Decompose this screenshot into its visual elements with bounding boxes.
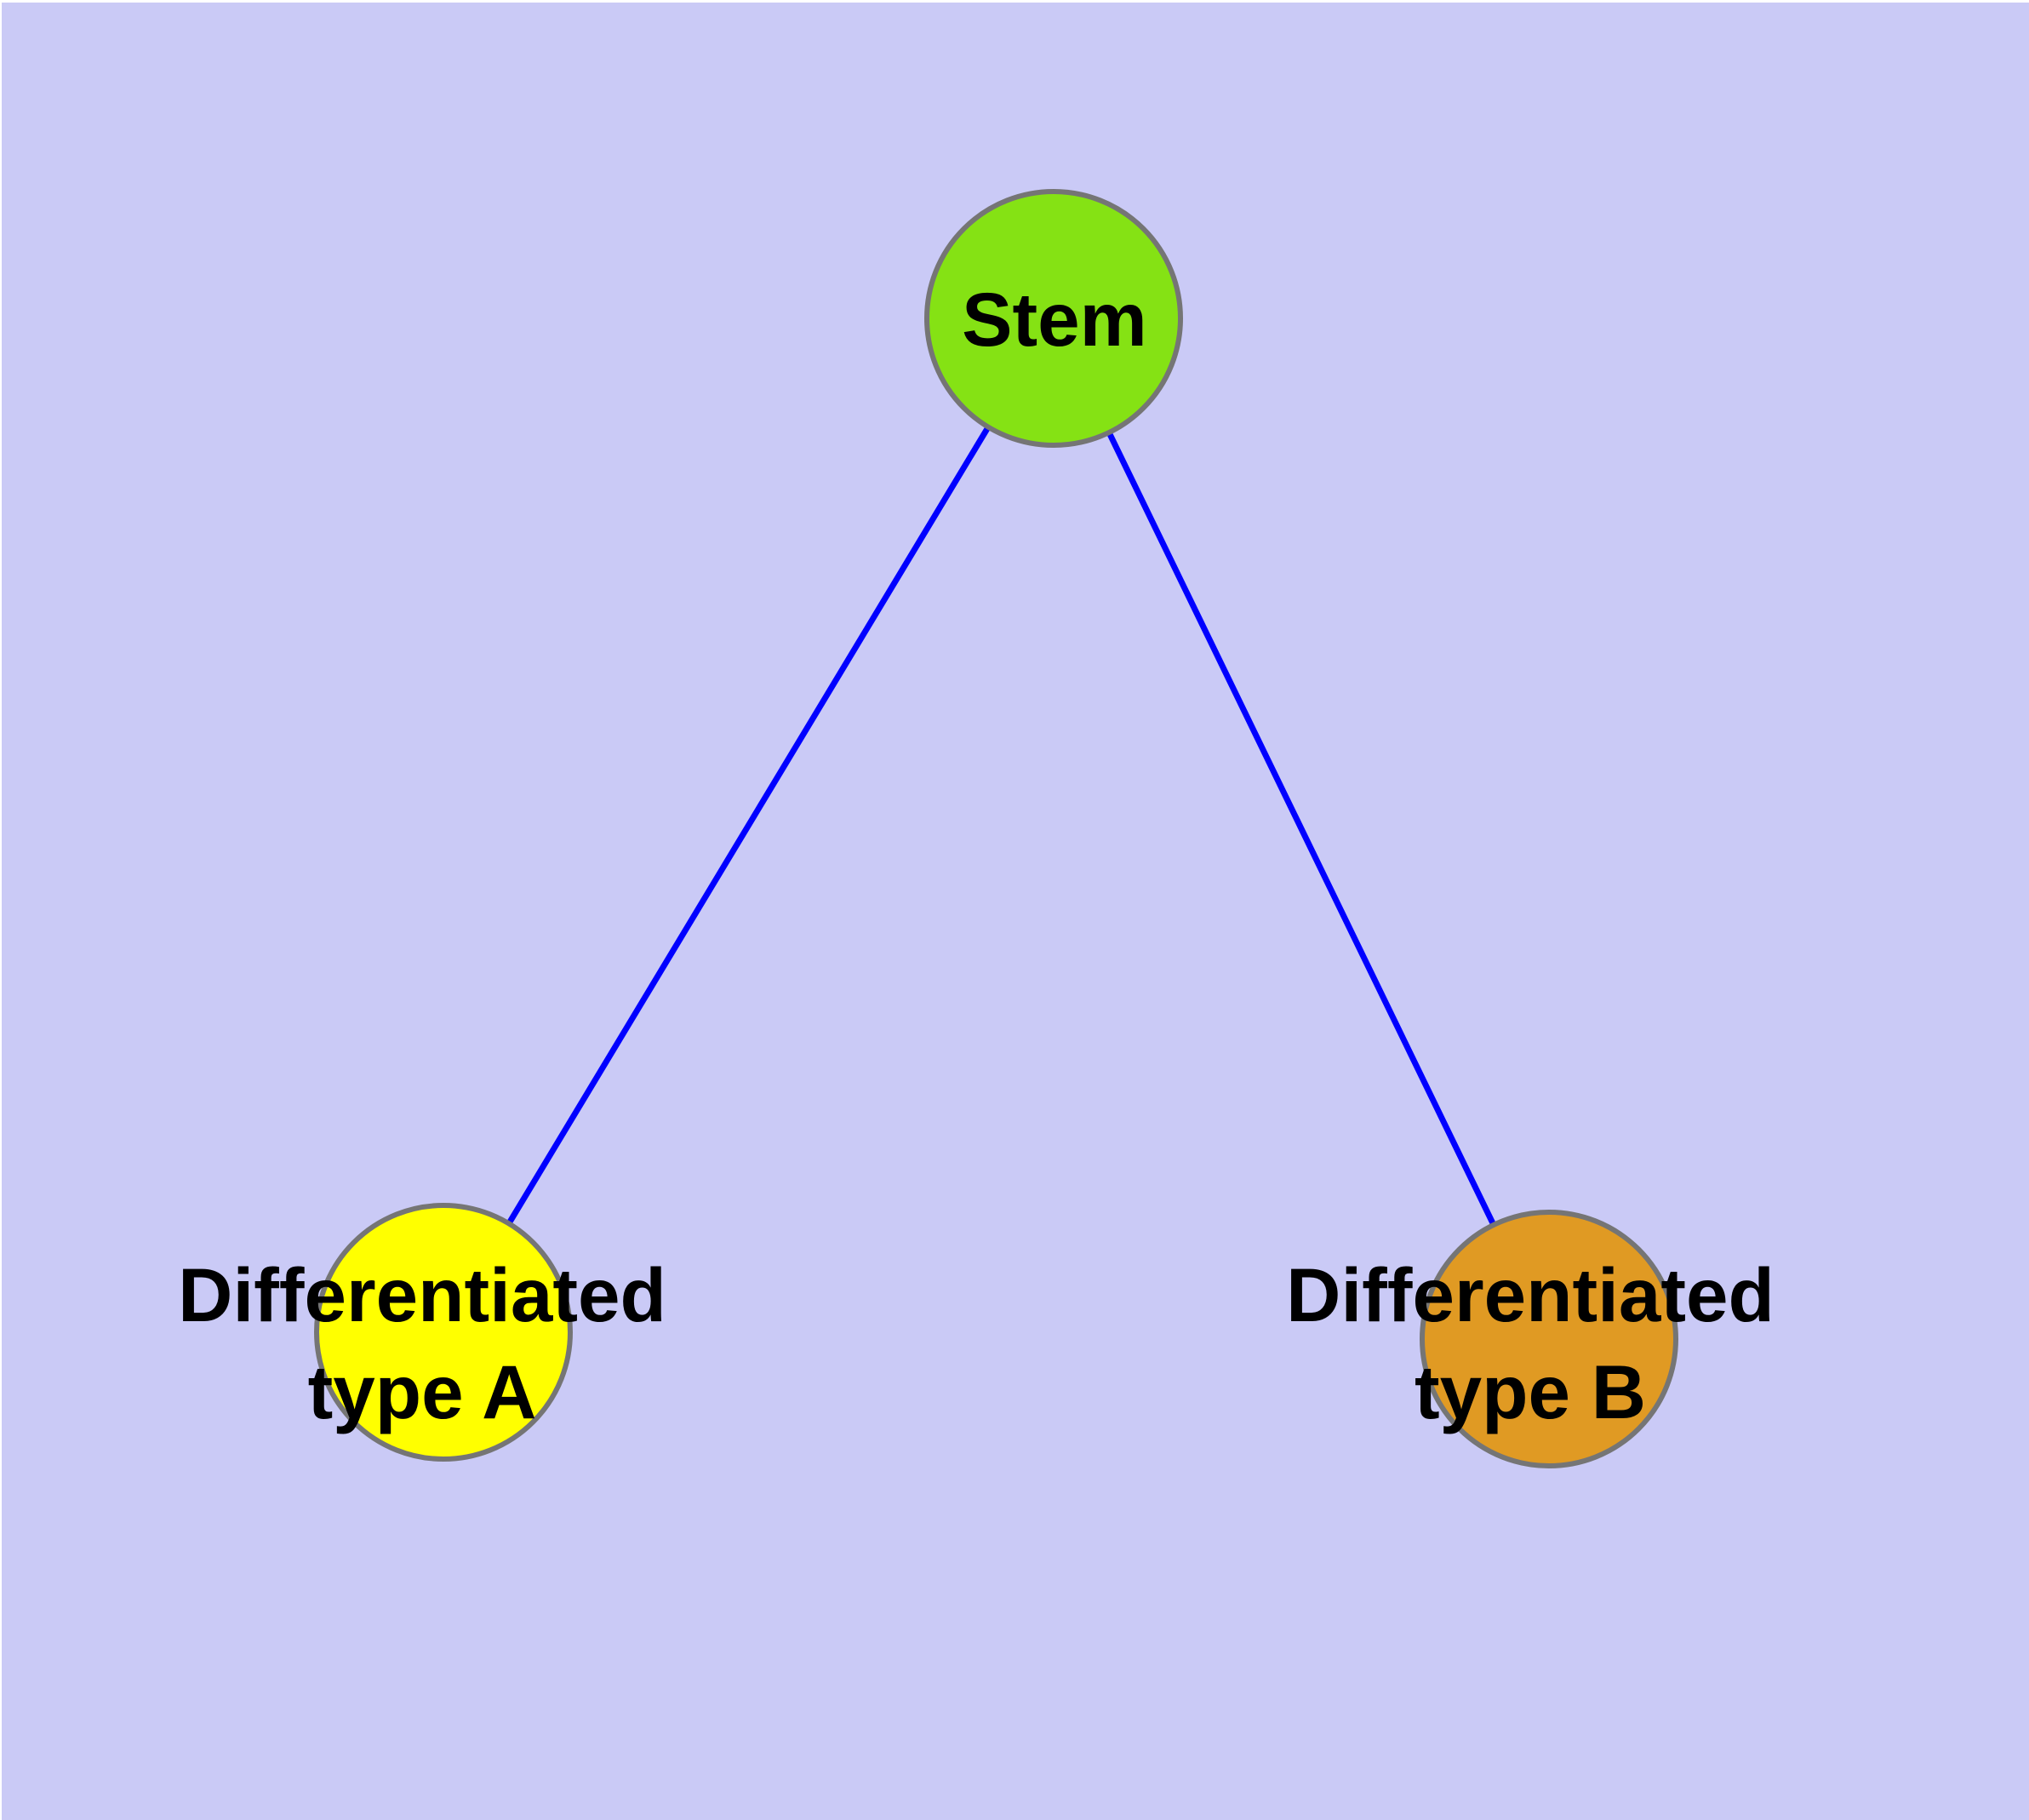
node-type-b-circle bbox=[1420, 1210, 1678, 1468]
node-label-type-b-line1: Differentiated bbox=[1286, 1252, 1775, 1337]
node-label-type-a-line1: Differentiated bbox=[178, 1252, 666, 1337]
page-margin-top bbox=[0, 0, 2029, 3]
edge-stem-to-type-a bbox=[441, 317, 1056, 1334]
node-label-type-b-line2: type B bbox=[1414, 1349, 1646, 1434]
node-type-a-circle bbox=[314, 1203, 573, 1462]
page-margin-left bbox=[0, 0, 2, 1820]
node-label-type-b: Differentiated type B bbox=[1286, 1246, 1775, 1440]
node-label-stem: Stem bbox=[962, 277, 1147, 362]
node-label-type-a: Differentiated type A bbox=[178, 1246, 666, 1440]
node-label-type-a-line2: type A bbox=[307, 1349, 537, 1434]
edge-stem-to-type-b bbox=[1050, 317, 1552, 1341]
node-stem-circle bbox=[924, 189, 1183, 448]
